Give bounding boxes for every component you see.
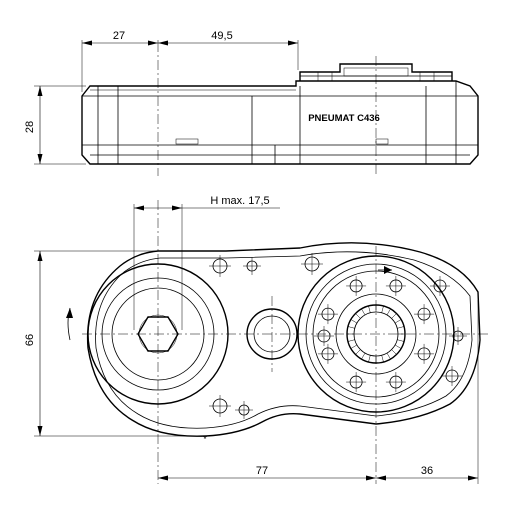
- spline-tooth: [397, 339, 405, 342]
- spline-tooth: [394, 344, 402, 349]
- mount-hole: [449, 327, 467, 345]
- rotation-arrow-right-icon: [384, 266, 392, 274]
- spline-tooth: [394, 319, 402, 324]
- spline-tooth: [350, 344, 358, 349]
- spline-tooth: [347, 339, 355, 342]
- gear-bolt-hole: [317, 343, 338, 364]
- dim-side-height: 66: [24, 334, 36, 346]
- spline-tooth: [347, 326, 355, 329]
- mount-hole: [235, 401, 253, 419]
- spline-tooth: [355, 349, 361, 355]
- mount-hole: [243, 257, 261, 275]
- plan-view: * H max. 17,5 66 77 36: [24, 195, 490, 484]
- spline-tooth: [391, 349, 397, 355]
- spline-tooth: [361, 308, 366, 316]
- mount-hole: [209, 255, 231, 277]
- gear-bolt-hole: [414, 304, 435, 325]
- mount-hole: [314, 326, 334, 346]
- spline-tooth: [381, 305, 384, 313]
- spline-tooth: [391, 313, 397, 319]
- spline-tooth: [355, 313, 361, 319]
- gear-bolt-hole: [346, 275, 367, 296]
- side-view-body: [81, 80, 479, 165]
- spline-tooth: [381, 355, 384, 363]
- dim-h-max: H max. 17,5: [210, 195, 269, 207]
- gear-bolt-hole: [385, 372, 406, 393]
- gear-bolt-hole: [430, 276, 450, 296]
- gear-bolt-hole: [317, 304, 338, 325]
- gear-bolt-hole: [414, 343, 435, 364]
- dim-bottom-left: 77: [256, 465, 268, 477]
- model-label: PNEUMAT C436: [308, 113, 380, 124]
- rotation-arrow-left-icon: [66, 308, 73, 318]
- gear-bolt-hole: [385, 275, 406, 296]
- spline-tooth: [386, 308, 391, 316]
- gear-bolt-hole: [301, 253, 323, 275]
- gear-bolt-hole: [442, 366, 462, 386]
- dim-top-right: 49,5: [211, 30, 232, 42]
- spline-tooth: [350, 319, 358, 324]
- dim-bottom-right: 36: [421, 465, 433, 477]
- dim-top-left: 27: [113, 30, 125, 42]
- dim-height: 28: [24, 121, 36, 133]
- side-view: PNEUMAT C436 27 49,5 28: [24, 30, 479, 176]
- mount-hole: [209, 395, 231, 417]
- gear-bolt-hole: [346, 372, 367, 393]
- spline-tooth: [397, 326, 405, 329]
- spline-tooth: [368, 305, 371, 313]
- spline-tooth: [368, 355, 371, 363]
- spline-tooth: [386, 352, 391, 360]
- spline-tooth: [361, 352, 366, 360]
- reference-mark: *: [203, 434, 207, 444]
